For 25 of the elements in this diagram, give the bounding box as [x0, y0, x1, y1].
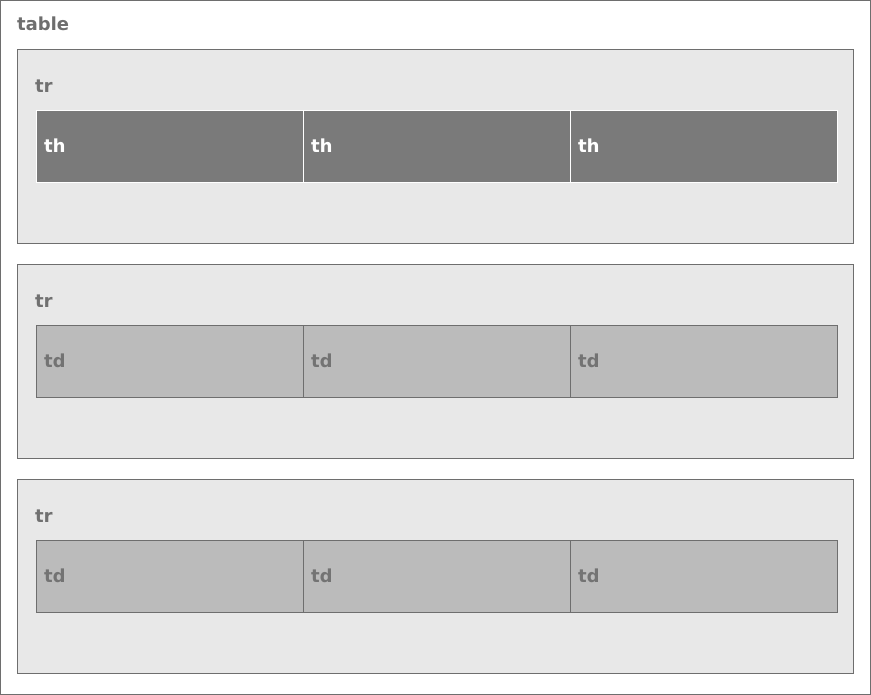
cell-label: td: [311, 564, 332, 588]
cell-label: th: [311, 134, 332, 158]
cell-label: th: [578, 134, 600, 158]
row-heading: tr: [35, 290, 52, 314]
row-box: [17, 479, 854, 674]
data-cell: [36, 325, 304, 398]
data-cell: [570, 325, 838, 398]
row-heading: tr: [35, 505, 52, 529]
header-cell: [570, 110, 838, 183]
cell-label: td: [44, 350, 66, 374]
row-box: [17, 49, 854, 244]
data-cell: [36, 540, 304, 613]
cell-label: td: [44, 564, 66, 588]
cell-label: th: [44, 134, 66, 158]
cell-label: td: [578, 350, 600, 374]
data-cell: [303, 540, 571, 613]
header-cell: [36, 110, 304, 183]
header-cell: [303, 110, 571, 183]
row-heading: tr: [35, 75, 52, 99]
table-heading: table: [17, 13, 70, 37]
cell-label: td: [578, 564, 600, 588]
data-cell: [303, 325, 571, 398]
cell-label: td: [311, 350, 332, 374]
row-box: [17, 264, 854, 459]
data-cell: [570, 540, 838, 613]
